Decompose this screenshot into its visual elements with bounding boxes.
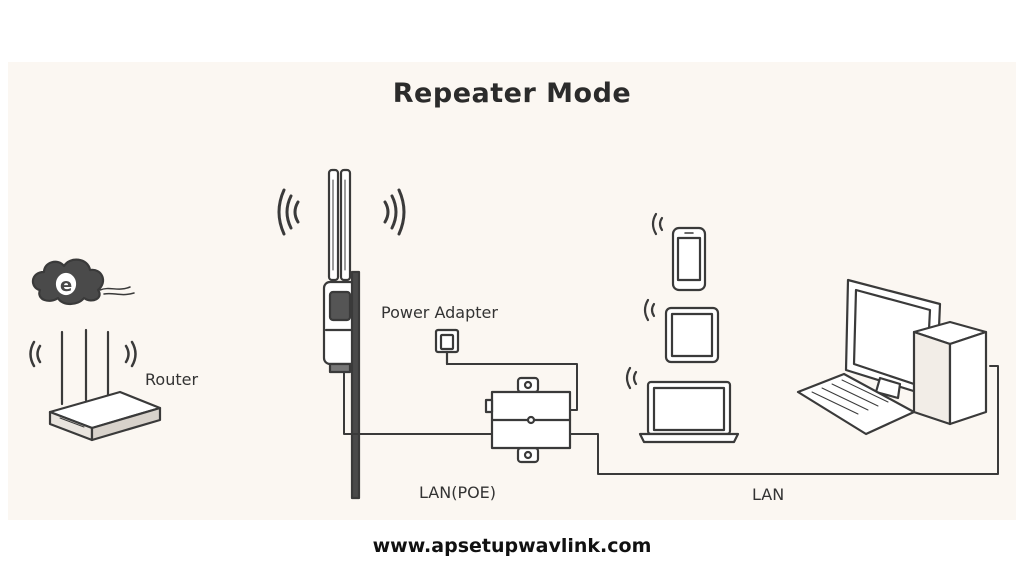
mounting-pole [350, 270, 361, 500]
wifi-signal-icon [651, 212, 664, 236]
router-label: Router [145, 370, 199, 389]
tablet-icon [664, 306, 720, 364]
smartphone-icon [671, 226, 707, 292]
wifi-signal-icon [625, 366, 638, 390]
internet-cloud-icon: e [31, 258, 135, 306]
laptop-icon [638, 380, 740, 444]
svg-text:e: e [60, 275, 72, 296]
poe-injector-icon [484, 376, 572, 464]
desktop-computer-icon [796, 278, 988, 436]
lan-label: LAN [752, 485, 785, 504]
lan-poe-label: LAN(POE) [419, 483, 497, 502]
power-adapter-label: Power Adapter [381, 303, 498, 322]
cable-lines [343, 363, 999, 475]
website-url[interactable]: www.apsetupwavlink.com [372, 535, 652, 557]
router-icon [48, 328, 162, 442]
wifi-signal-icon [277, 188, 406, 236]
wifi-signal-icon [29, 340, 137, 368]
power-adapter-icon [434, 328, 460, 366]
outdoor-repeater-icon [322, 168, 358, 374]
wifi-signal-icon [643, 298, 656, 322]
diagram-title: Repeater Mode [392, 78, 632, 109]
